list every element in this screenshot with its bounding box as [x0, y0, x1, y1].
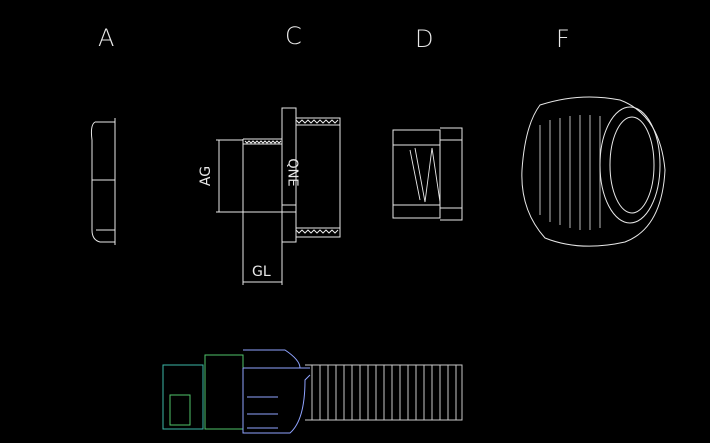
label-f: F — [556, 25, 570, 53]
label-a: A — [98, 24, 115, 52]
part-d-drawing — [392, 127, 463, 221]
assembly-drawing — [162, 349, 463, 434]
part-c-drawing — [216, 107, 341, 285]
label-d: D — [415, 25, 434, 53]
part-a-drawing — [90, 118, 116, 245]
part-f-drawing — [521, 96, 666, 247]
label-c: C — [285, 22, 302, 50]
dim-gl: GL — [252, 264, 271, 280]
